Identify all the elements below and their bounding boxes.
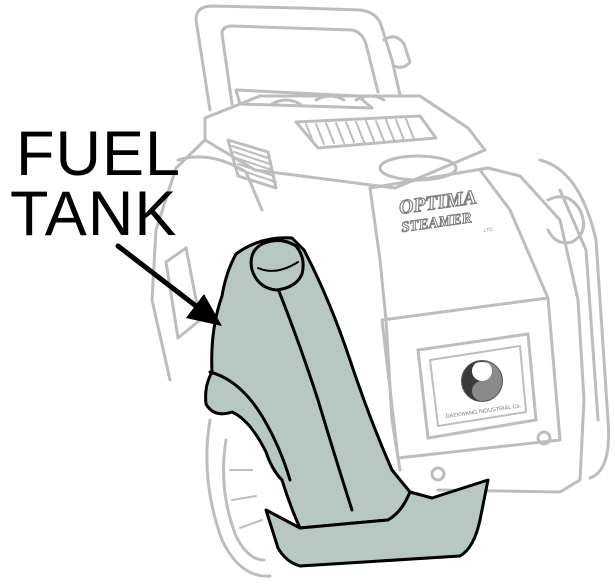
callout-arrow-shaft — [118, 246, 196, 306]
fuel-cap-icon — [251, 240, 303, 290]
body-left-edge — [178, 157, 262, 210]
fuel-tank — [206, 238, 488, 566]
handle-side-knob — [384, 37, 410, 68]
callout-label-fuel: FUEL — [16, 123, 181, 186]
fuel-tank-body — [206, 238, 410, 528]
logo-plate: DAEKWANG INDUSTRIAL Co. — [418, 334, 536, 438]
brand-small-mark: LTD — [483, 227, 493, 234]
left-wheel-spokes — [230, 470, 262, 528]
front-chassis-edge — [480, 170, 548, 298]
left-wheel-inner — [224, 440, 264, 560]
front-foot-bolt-left — [432, 468, 444, 480]
logo-plate-caption: DAEKWANG INDUSTRIAL Co. — [445, 403, 522, 420]
brand-badge: OPTIMA STEAMER LTD — [398, 186, 494, 236]
callout-label-tank: TANK — [10, 183, 177, 246]
company-logo-icon — [462, 361, 502, 401]
